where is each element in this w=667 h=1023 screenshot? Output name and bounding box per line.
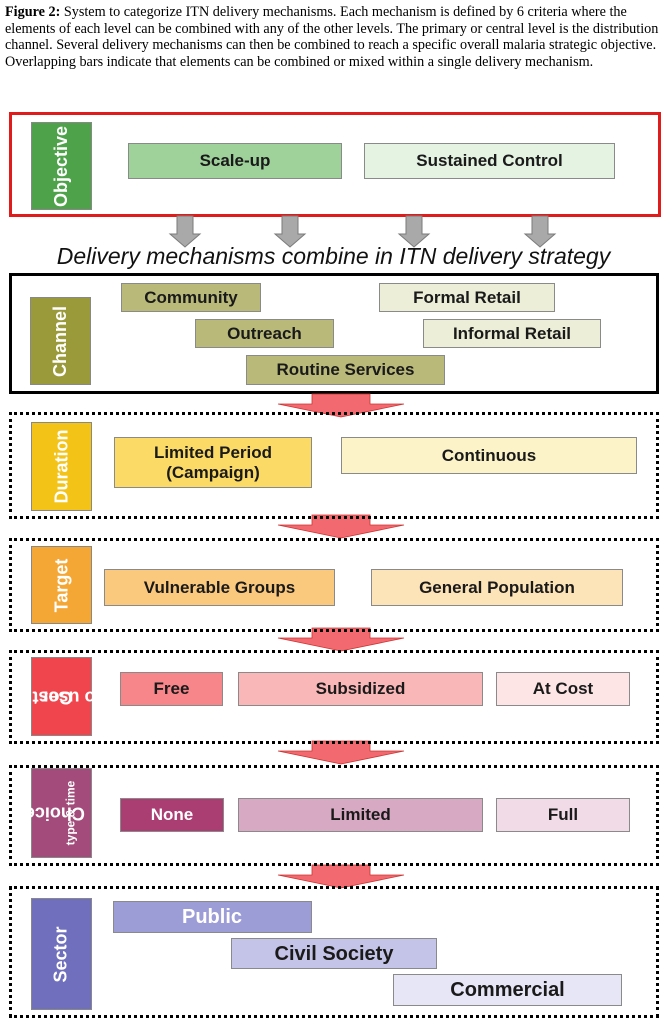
outreach-bar: Outreach [195,319,334,348]
public-bar: Public [113,901,312,933]
down-arrow-icon [168,215,202,248]
down-arrow-icon [523,215,557,248]
formal-retail-bar: Formal Retail [379,283,555,312]
cost-frame [9,650,659,744]
middle-heading: Delivery mechanisms combine in ITN deliv… [56,243,611,269]
down-arrow-icon [273,215,307,248]
limited-period-bar: Limited Period (Campaign) [114,437,312,488]
figure-label: Figure 2: [5,4,61,20]
vulnerable-groups-bar: Vulnerable Groups [104,569,335,606]
sustained-control-bar: Sustained Control [364,143,615,179]
caption-text: System to categorize ITN delivery mechan… [5,4,659,70]
duration-label: Duration [31,422,92,511]
limited-bar: Limited [238,798,483,832]
down-arrows-grey [168,215,557,248]
channel-label: Channel [30,297,91,385]
figure-caption: Figure 2: System to categorize ITN deliv… [5,4,663,70]
free-bar: Free [120,672,223,706]
channel-frame [9,273,659,394]
routine-services-bar: Routine Services [246,355,445,385]
objective-label: Objective [31,122,92,210]
down-arrow-icon [397,215,431,248]
at-cost-bar: At Cost [496,672,630,706]
duration-frame [9,412,659,519]
objective-frame [9,112,661,217]
informal-retail-bar: Informal Retail [423,319,601,348]
continuous-bar: Continuous [341,437,637,474]
sector-label: Sector [31,898,92,1010]
sector-frame [9,886,659,1018]
scale-up-bar: Scale-up [128,143,342,179]
community-bar: Community [121,283,261,312]
down-arrow-icon [277,393,405,418]
target-frame [9,538,659,632]
commercial-bar: Commercial [393,974,622,1006]
civil-society-bar: Civil Society [231,938,437,969]
target-label: Target [31,546,92,624]
none-bar: None [120,798,224,832]
down-arrow-icon [277,740,405,765]
full-bar: Full [496,798,630,832]
down-arrow-icon [277,864,405,889]
choice-frame [9,765,659,866]
subsidized-bar: Subsidized [238,672,483,706]
general-population-bar: General Population [371,569,623,606]
